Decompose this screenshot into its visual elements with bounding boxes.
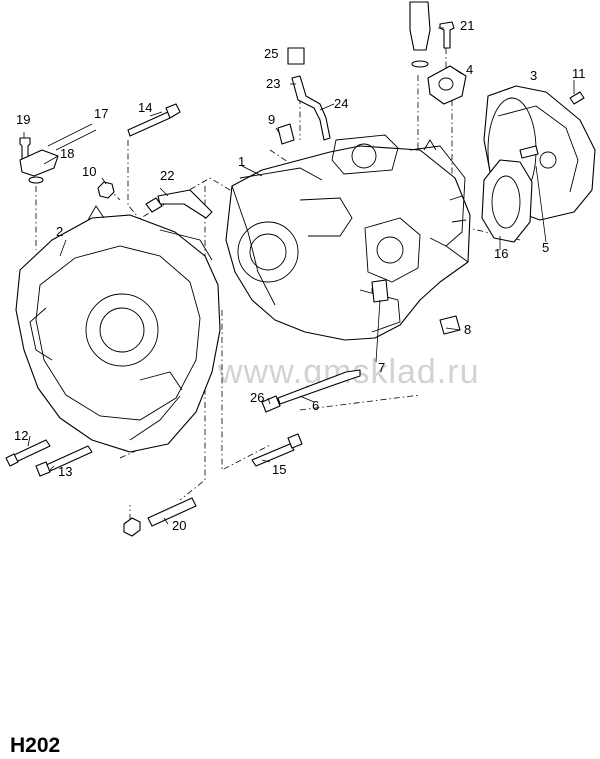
callout-18: 18 xyxy=(60,146,74,161)
callout-7: 7 xyxy=(378,360,385,375)
callout-21: 21 xyxy=(460,18,474,33)
callout-19: 19 xyxy=(16,112,30,127)
callout-5: 5 xyxy=(542,240,549,255)
callout-1: 1 xyxy=(238,154,245,169)
callout-15: 15 xyxy=(272,462,286,477)
callout-10: 10 xyxy=(82,164,96,179)
callout-6: 6 xyxy=(312,398,319,413)
callout-9: 9 xyxy=(268,112,275,127)
callout-14: 14 xyxy=(138,100,152,115)
callout-23: 23 xyxy=(266,76,280,91)
callout-22: 22 xyxy=(160,168,174,183)
transmission-case xyxy=(225,134,471,341)
callout-17: 17 xyxy=(94,106,108,121)
clutch-housing xyxy=(15,205,221,453)
callout-8: 8 xyxy=(464,322,471,337)
callout-24: 24 xyxy=(334,96,348,111)
callout-12: 12 xyxy=(14,428,28,443)
callout-2: 2 xyxy=(56,224,63,239)
leader-lines xyxy=(23,27,575,525)
callout-20: 20 xyxy=(172,518,186,533)
small-parts xyxy=(5,1,585,537)
gasket xyxy=(481,159,533,243)
callout-3: 3 xyxy=(530,68,537,83)
callout-4: 4 xyxy=(466,62,473,77)
callout-13: 13 xyxy=(58,464,72,479)
callout-16: 16 xyxy=(494,246,508,261)
callout-11: 11 xyxy=(572,66,586,81)
callout-25: 25 xyxy=(264,46,278,61)
callout-labels: 1 2 3 4 5 6 7 8 9 10 11 12 13 14 15 16 1… xyxy=(14,18,586,533)
callout-26: 26 xyxy=(250,390,264,405)
diagram-code: H202 xyxy=(10,734,60,757)
